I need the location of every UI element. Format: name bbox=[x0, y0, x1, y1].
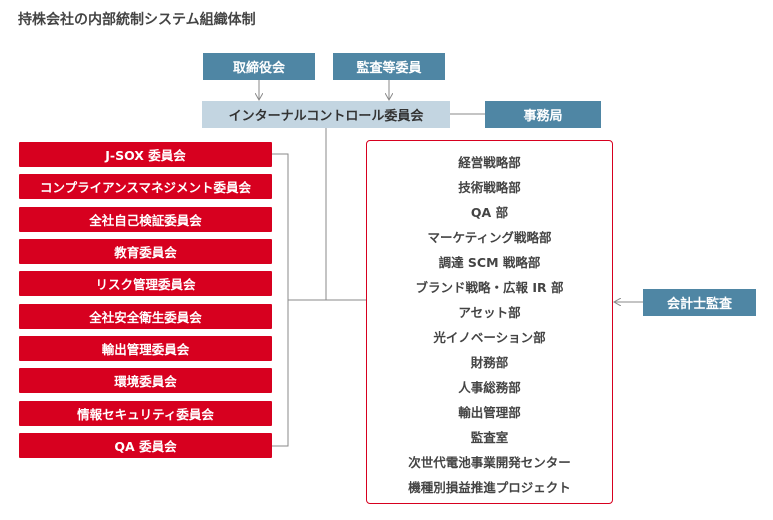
committee-item: リスク管理委員会 bbox=[19, 271, 272, 297]
department-item: 光イノベーション部 bbox=[433, 330, 546, 345]
department-item: 機種別損益推進プロジェクト bbox=[408, 480, 571, 495]
internal-control-committee-box: インターナルコントロール委員会 bbox=[202, 101, 450, 128]
committee-item: J-SOX 委員会 bbox=[19, 142, 272, 167]
committee-item: 教育委員会 bbox=[19, 238, 272, 264]
department-item: 輸出管理部 bbox=[458, 405, 521, 420]
audit-committee-box: 監査等委員 bbox=[333, 53, 445, 80]
department-item: 調達 SCM 戦略部 bbox=[438, 255, 541, 270]
committee-bracket bbox=[272, 153, 289, 447]
committee-list: J-SOX 委員会 コンプライアンスマネジメント委員会 全社自己検証委員会 教育… bbox=[19, 142, 272, 465]
department-item: QA 部 bbox=[470, 205, 509, 220]
department-item: ブランド戦略・広報 IR 部 bbox=[415, 280, 564, 295]
committee-item: 全社安全衛生委員会 bbox=[19, 303, 272, 329]
department-item: 人事総務部 bbox=[458, 380, 521, 395]
department-item: マーケティング戦略部 bbox=[427, 230, 552, 245]
department-item: 技術戦略部 bbox=[458, 180, 521, 195]
departments-box: 経営戦略部 技術戦略部 QA 部 マーケティング戦略部 調達 SCM 戦略部 ブ… bbox=[366, 140, 613, 504]
accountant-audit-box: 会計士監査 bbox=[643, 289, 756, 316]
committee-item: 輸出管理委員会 bbox=[19, 335, 272, 361]
department-item: 監査室 bbox=[470, 430, 509, 445]
secretariat-box: 事務局 bbox=[485, 101, 601, 128]
committee-item: 情報セキュリティ委員会 bbox=[19, 400, 272, 426]
board-box: 取締役会 bbox=[203, 53, 315, 80]
department-item: 経営戦略部 bbox=[458, 155, 521, 170]
committee-item: 環境委員会 bbox=[19, 368, 272, 394]
department-item: 財務部 bbox=[470, 355, 509, 370]
committee-item: コンプライアンスマネジメント委員会 bbox=[19, 174, 272, 200]
department-list: 経営戦略部 技術戦略部 QA 部 マーケティング戦略部 調達 SCM 戦略部 ブ… bbox=[367, 149, 612, 499]
department-item: 次世代電池事業開発センター bbox=[408, 455, 571, 470]
page-title: 持株会社の内部統制システム組織体制 bbox=[18, 12, 256, 28]
department-item: アセット部 bbox=[458, 305, 521, 320]
committee-item: 全社自己検証委員会 bbox=[19, 206, 272, 232]
committee-item: QA 委員会 bbox=[19, 432, 272, 458]
